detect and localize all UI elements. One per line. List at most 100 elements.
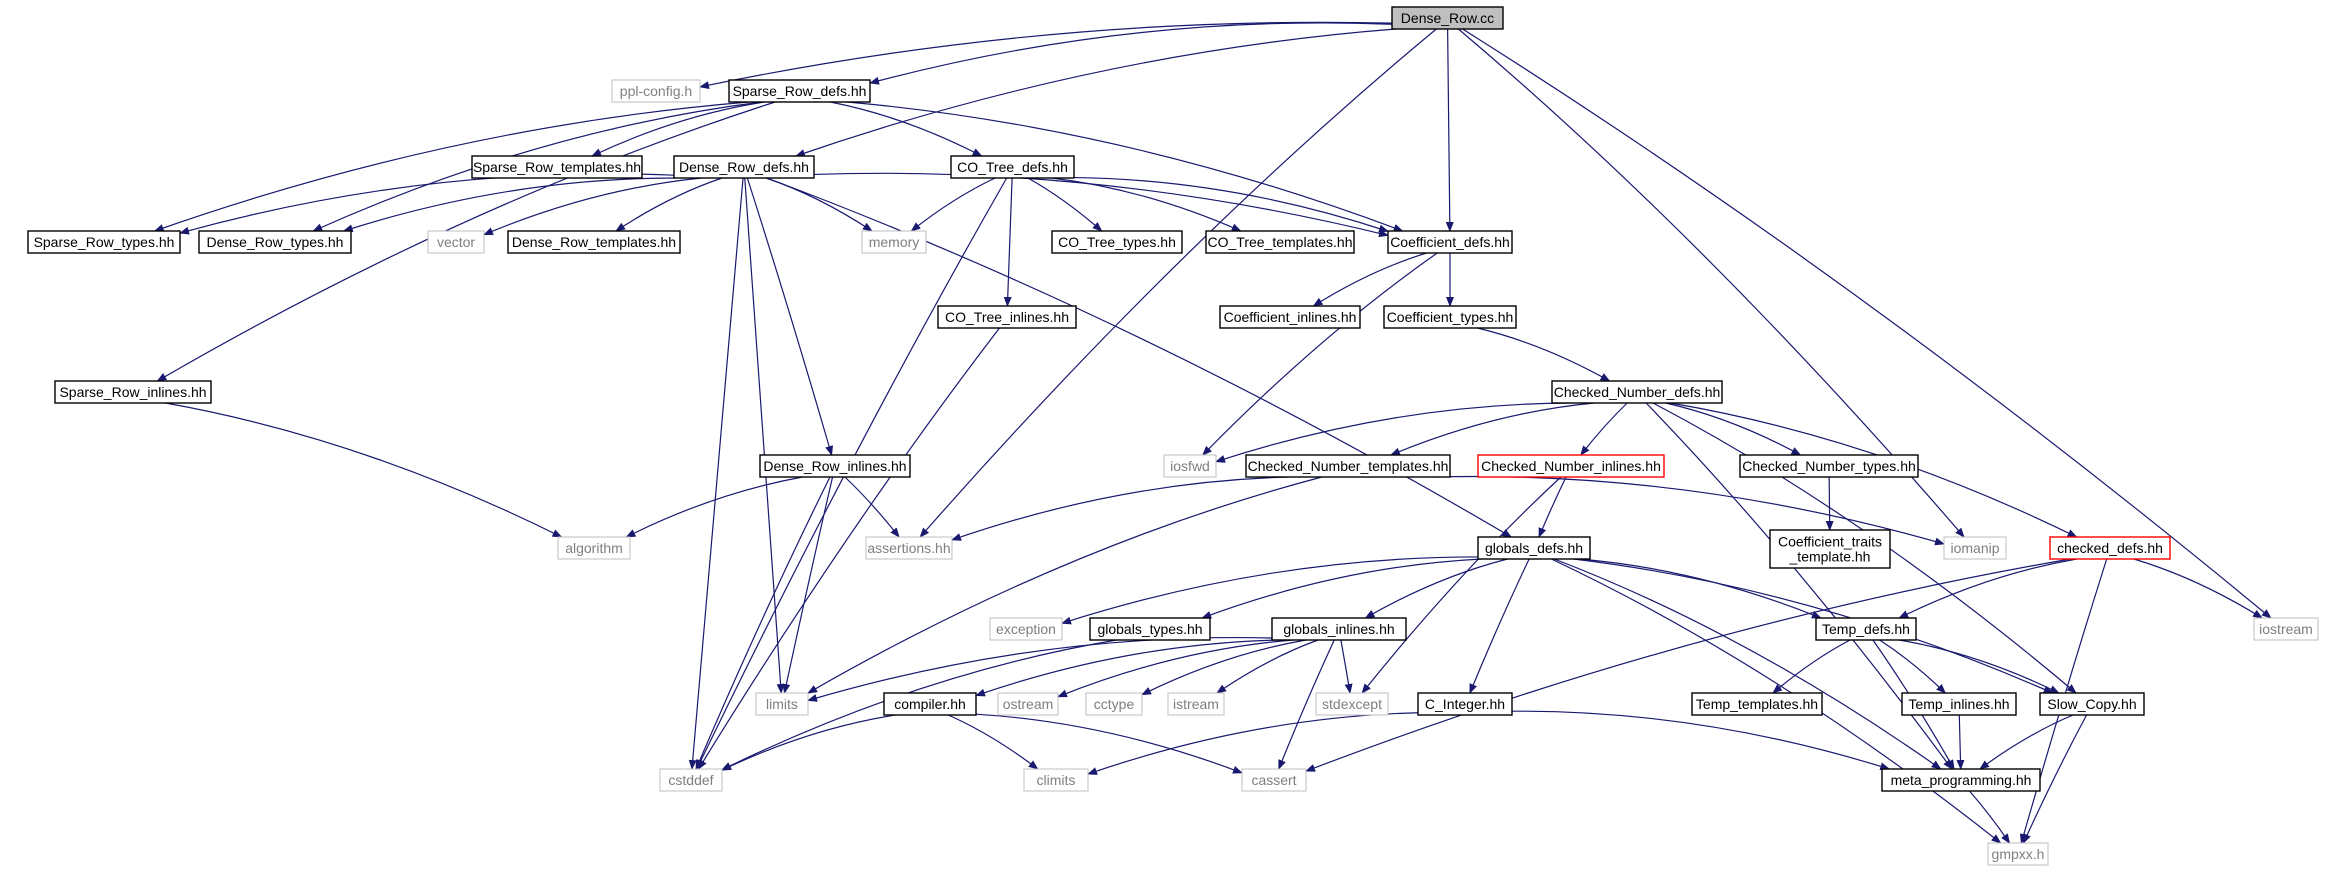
node-box [1167,692,1225,716]
node-cstddef[interactable]: cstddef [659,768,723,792]
node-iomanip[interactable]: iomanip [1943,536,2007,560]
node-label: CO_Tree_types.hh [1058,234,1176,250]
node-box [1245,454,1451,478]
edge-sparse_row_inlines-to-algorithm [165,402,563,538]
node-checked-defs[interactable]: checked_defs.hh [2049,536,2171,560]
node-sparse-row-types[interactable]: Sparse_Row_types.hh [27,230,181,254]
node-globals-defs[interactable]: globals_defs.hh [1477,536,1591,560]
node-istream[interactable]: istream [1167,692,1225,716]
node-dense-row-defs[interactable]: Dense_Row_defs.hh [673,155,815,179]
node-label: Dense_Row_inlines.hh [763,458,906,474]
node-checked-number-inlines[interactable]: Checked_Number_inlines.hh [1477,454,1665,478]
node-box [1163,454,1217,478]
node-box [427,230,485,254]
node-slow-copy[interactable]: Slow_Copy.hh [2039,692,2145,716]
edge-dense_row_defs-to-dense_row_templates [615,177,723,232]
node-ostream[interactable]: ostream [997,692,1059,716]
edge-checked_number_defs-to-iosfwd [1215,402,1571,463]
node-gmpxx[interactable]: gmpxx.h [1987,842,2049,866]
edge-globals_defs-to-exception [1061,556,1479,625]
node-checked-number-defs[interactable]: Checked_Number_defs.hh [1551,380,1723,404]
edge-c_integer-to-meta_programming [1511,710,1891,771]
node-label: exception [996,621,1056,637]
edge-compiler-to-climits [947,714,1039,770]
node-globals-inlines[interactable]: globals_inlines.hh [1271,617,1407,641]
node-iostream[interactable]: iostream [2253,617,2319,641]
node-co-tree-templates[interactable]: CO_Tree_templates.hh [1205,230,1355,254]
node-label: Dense_Row_types.hh [207,234,344,250]
edge-checked_number_templates-to-limits [807,476,1322,694]
edge-meta_programming-to-gmpxx [1969,790,2011,844]
node-coefficient-defs[interactable]: Coefficient_defs.hh [1387,230,1513,254]
node-stdexcept[interactable]: stdexcept [1315,692,1389,716]
node-label: checked_defs.hh [2057,540,2163,556]
node-sparse-row-inlines[interactable]: Sparse_Row_inlines.hh [54,380,212,404]
node-label: Dense_Row_templates.hh [512,234,676,250]
node-box [1051,230,1183,254]
edge-sparse_row_defs-to-co_tree_defs [830,101,983,157]
edge-checked_number_defs-to-checked_number_templates [1390,402,1595,456]
edge-globals_defs-to-meta_programming [1554,558,1942,770]
node-temp-defs[interactable]: Temp_defs.hh [1815,617,1917,641]
node-co-tree-inlines[interactable]: CO_Tree_inlines.hh [937,305,1077,329]
node-algorithm[interactable]: algorithm [557,536,631,560]
node-label: Temp_defs.hh [1822,621,1910,637]
node-box [1881,768,2041,792]
node-dense-row-inlines[interactable]: Dense_Row_inlines.hh [759,454,911,478]
node-checked-number-types[interactable]: Checked_Number_types.hh [1739,454,1919,478]
node-label: assertions.hh [867,540,950,556]
node-meta-programming[interactable]: meta_programming.hh [1881,768,2041,792]
node-co-tree-defs[interactable]: CO_Tree_defs.hh [950,155,1075,179]
node-sparse-row-templates[interactable]: Sparse_Row_templates.hh [471,155,643,179]
node-box [2253,617,2319,641]
node-coefficient-types[interactable]: Coefficient_types.hh [1383,305,1517,329]
edge-co_tree_defs-to-co_tree_templates [1051,177,1242,232]
node-label: Checked_Number_defs.hh [1554,384,1721,400]
edge-c_integer-to-climits [1087,712,1419,775]
edge-checked_number_defs-to-checked_number_inlines [1580,402,1628,456]
node-label: Sparse_Row_templates.hh [473,159,641,175]
node-label: Coefficient_defs.hh [1390,234,1510,250]
node-temp-inlines[interactable]: Temp_inlines.hh [1901,692,2017,716]
node-dense-row-cc[interactable]: Dense_Row.cc [1391,6,1504,30]
node-memory[interactable]: memory [861,230,927,254]
node-climits[interactable]: climits [1023,768,1089,792]
node-globals-types[interactable]: globals_types.hh [1089,617,1211,641]
node-checked-number-templates[interactable]: Checked_Number_templates.hh [1245,454,1451,478]
edge-dense_row_defs-to-sparse_row_types [179,173,675,235]
node-assertions[interactable]: assertions.hh [865,536,953,560]
node-box [1085,692,1143,716]
node-dense-row-types[interactable]: Dense_Row_types.hh [198,230,352,254]
node-co-tree-types[interactable]: CO_Tree_types.hh [1051,230,1183,254]
node-label: vector [437,234,475,250]
node-label: C_Integer.hh [1425,696,1505,712]
node-ppl-config[interactable]: ppl-config.h [611,79,701,103]
edge-globals_inlines-to-stdexcept [1340,639,1353,694]
node-vector[interactable]: vector [427,230,485,254]
edge-dense_row_cc-to-ppl_config [699,21,1393,90]
node-box [1815,617,1917,641]
node-cctype[interactable]: cctype [1085,692,1143,716]
node-cassert[interactable]: cassert [1241,768,1307,792]
node-box [1271,617,1407,641]
node-dense-row-templates[interactable]: Dense_Row_templates.hh [507,230,681,254]
node-compiler[interactable]: compiler.hh [883,692,977,716]
node-temp-templates[interactable]: Temp_templates.hh [1691,692,1823,716]
node-label: compiler.hh [894,696,966,712]
node-iosfwd[interactable]: iosfwd [1163,454,1217,478]
node-sparse-row-defs[interactable]: Sparse_Row_defs.hh [728,79,871,103]
node-label: memory [869,234,920,250]
node-box [1315,692,1389,716]
node-label: Coefficient_traits [1778,534,1882,550]
node-box [2049,536,2171,560]
node-label: Sparse_Row_inlines.hh [59,384,206,400]
node-exception[interactable]: exception [989,617,1063,641]
node-box [1089,617,1211,641]
node-coefficient-inlines[interactable]: Coefficient_inlines.hh [1219,305,1361,329]
node-c-integer[interactable]: C_Integer.hh [1417,692,1513,716]
node-limits[interactable]: limits [755,692,809,716]
node-label: Coefficient_inlines.hh [1224,309,1357,325]
node-coefficient-traits-template[interactable]: Coefficient_traits_template.hh [1769,529,1891,569]
node-label: Dense_Row.cc [1401,10,1494,26]
node-label: _template.hh [1789,549,1871,565]
